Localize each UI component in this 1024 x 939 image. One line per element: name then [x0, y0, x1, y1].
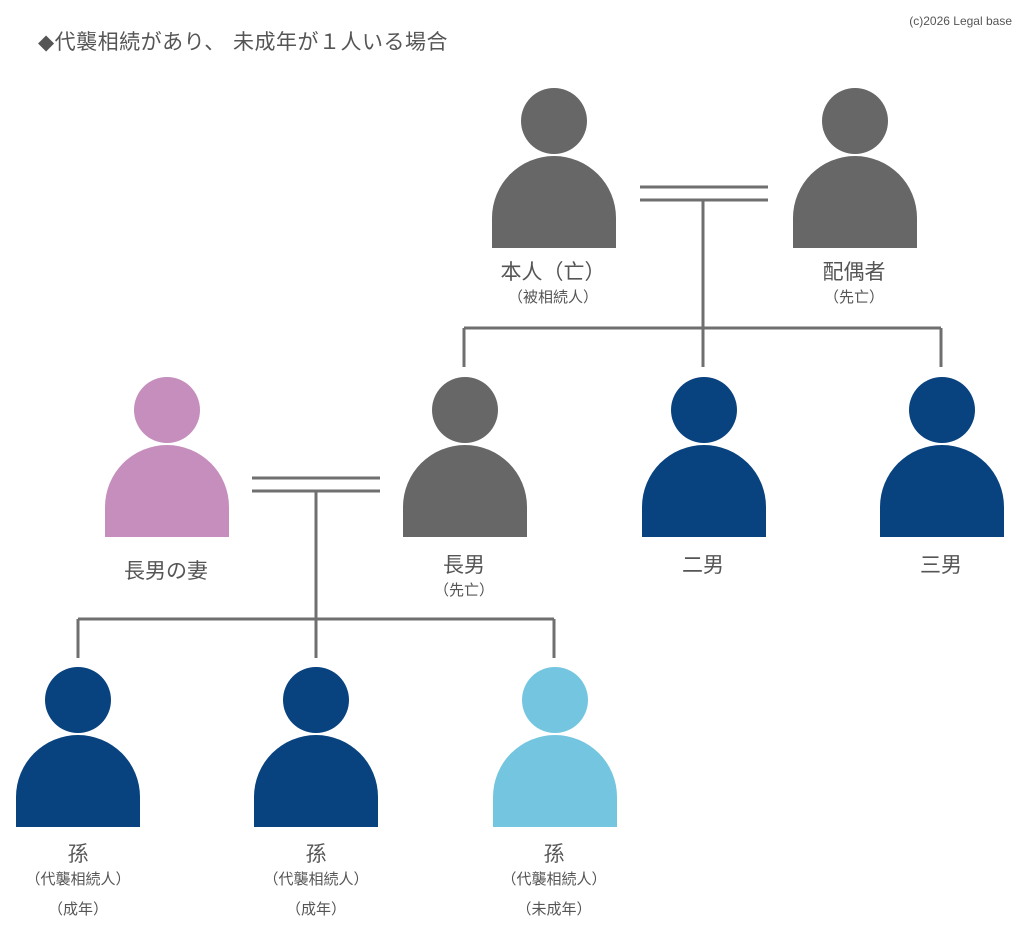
- sub-haiguusha: （先亡）: [823, 288, 884, 306]
- name-sannan: 三男: [920, 553, 962, 577]
- label-grandchild-1: 孫 （代襲相続人） （成年）: [0, 840, 178, 920]
- person-choudan: [400, 377, 530, 537]
- name-honnin: 本人（亡）: [500, 260, 606, 284]
- person-grandchild-3: [490, 667, 620, 827]
- name-grandchild-3: 孫: [543, 842, 565, 866]
- person-sannan: [877, 377, 1007, 537]
- label-honnin: 本人（亡） （被相続人）: [453, 258, 653, 308]
- person-icon: [793, 88, 917, 248]
- label-grandchild-3: 孫 （代襲相続人） （未成年）: [454, 840, 654, 920]
- person-wife: [102, 377, 232, 537]
- label-haiguusha: 配偶者 （先亡）: [754, 258, 954, 308]
- sub-grandchild-1: （代襲相続人）: [25, 870, 131, 888]
- label-grandchild-2: 孫 （代襲相続人） （成年）: [216, 840, 416, 920]
- person-haiguusha: [790, 88, 920, 248]
- label-sannan: 三男: [841, 551, 1024, 579]
- name-choudan: 長男: [443, 553, 485, 577]
- person-icon: [493, 667, 617, 827]
- name-haiguusha: 配偶者: [822, 260, 886, 284]
- label-jinan: 二男: [603, 551, 803, 579]
- name-wife: 長男の妻: [124, 559, 208, 583]
- name-grandchild-2: 孫: [305, 842, 327, 866]
- person-grandchild-2: [251, 667, 381, 827]
- sub-choudan: （先亡）: [433, 581, 494, 599]
- person-honnin: [489, 88, 619, 248]
- sub2-grandchild-1: （成年）: [47, 900, 108, 918]
- sub2-grandchild-2: （成年）: [285, 900, 346, 918]
- person-icon: [880, 377, 1004, 537]
- person-icon: [403, 377, 527, 537]
- name-grandchild-1: 孫: [67, 842, 89, 866]
- sub2-grandchild-3: （未成年）: [516, 900, 592, 918]
- person-icon: [642, 377, 766, 537]
- sub-honnin: （被相続人）: [507, 288, 598, 306]
- person-jinan: [639, 377, 769, 537]
- person-icon: [492, 88, 616, 248]
- label-wife: 長男の妻: [66, 557, 266, 585]
- label-choudan: 長男 （先亡）: [364, 551, 564, 601]
- diagram-title: ◆代襲相続があり、 未成年が１人いる場合: [38, 30, 448, 54]
- person-icon: [105, 377, 229, 537]
- name-jinan: 二男: [682, 553, 724, 577]
- person-grandchild-1: [13, 667, 143, 827]
- person-icon: [16, 667, 140, 827]
- sub-grandchild-3: （代襲相続人）: [501, 870, 607, 888]
- copyright: (c)2026 Legal base: [909, 14, 1012, 28]
- person-icon: [254, 667, 378, 827]
- sub-grandchild-2: （代襲相続人）: [263, 870, 369, 888]
